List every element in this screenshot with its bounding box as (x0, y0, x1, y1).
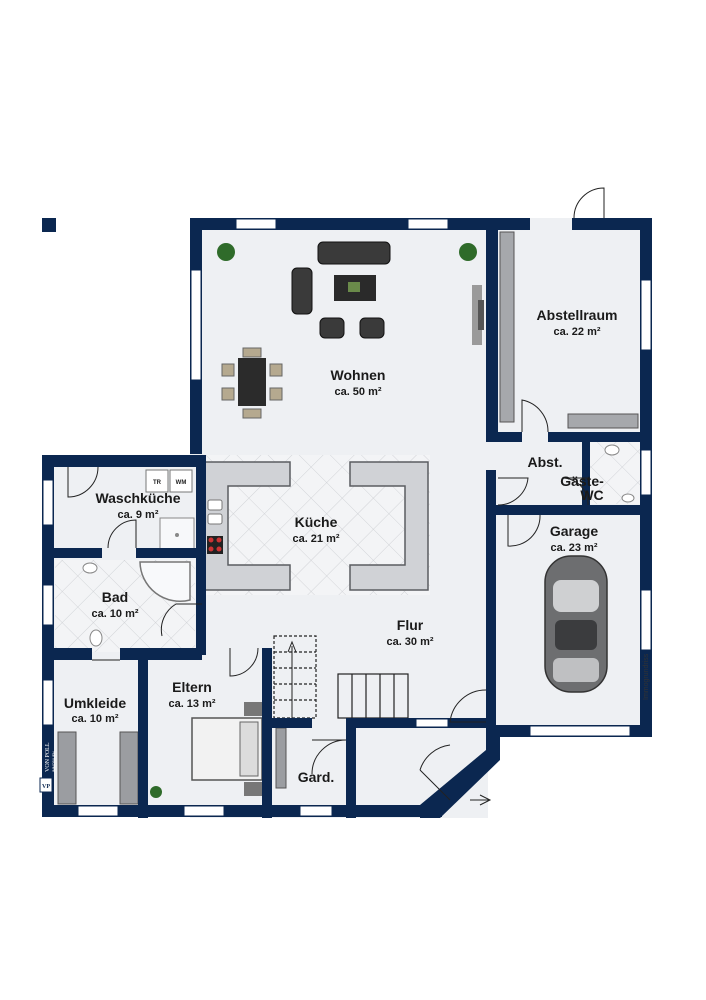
sofa-icon (291, 241, 391, 315)
car-icon (544, 555, 608, 693)
room-name: Wohnen (331, 367, 386, 383)
room-area: ca. 9 m² (118, 509, 159, 521)
toilet-icon (82, 444, 635, 647)
dryer-icon (145, 469, 169, 493)
room-abstellraum: Abstellraum ca. 22 m² (537, 307, 618, 338)
room-kueche: Küche ca. 21 m² (292, 514, 339, 545)
brand-logo: VP VON POLL IMMOBILIEN (39, 742, 56, 793)
armchair-icon (319, 317, 385, 339)
laundry-appliances: TR WM (145, 469, 193, 493)
windows (42, 218, 652, 817)
room-name: Flur (397, 617, 424, 633)
room-gaeste-wc: Gäste- WC (560, 473, 604, 503)
coffee-table-icon (334, 275, 376, 301)
room-gard: Gard. (298, 769, 335, 785)
tv-icon (472, 285, 484, 345)
room-garage: Garage ca. 23 m² (550, 523, 598, 554)
sink-icon (207, 499, 223, 525)
room-name: Umkleide (64, 695, 126, 711)
kitchen-counters (204, 461, 429, 591)
svg-text:VP: VP (42, 784, 50, 790)
room-name: Eltern (172, 679, 212, 695)
bathtub-icon (139, 561, 191, 603)
room-name: Waschküche (95, 490, 180, 506)
room-abst: Abst. (528, 454, 563, 470)
brand-company: VON POLL (45, 742, 51, 772)
room-area: ca. 50 m² (334, 386, 381, 398)
room-name: Bad (102, 589, 128, 605)
room-name: Abst. (528, 454, 563, 470)
dryer-label: TR (153, 480, 162, 486)
corner-marker (42, 218, 56, 232)
storage-shelf (499, 231, 639, 429)
room-area: ca. 30 m² (386, 636, 433, 648)
room-area: ca. 22 m² (553, 326, 600, 338)
counter-west (204, 461, 291, 591)
washer-label: WM (176, 480, 187, 486)
room-area: ca. 13 m² (168, 698, 215, 710)
wardrobe-icon (57, 727, 287, 805)
walls (42, 218, 652, 818)
room-name-line2: WC (580, 487, 603, 503)
washer-icon (169, 469, 193, 493)
room-flur: Flur ca. 30 m² (386, 617, 433, 648)
room-name-line1: Gäste- (560, 473, 604, 489)
room-eltern: Eltern ca. 13 m² (168, 679, 215, 710)
room-area: ca. 10 m² (91, 608, 138, 620)
room-name: Gard. (298, 769, 335, 785)
room-name: Abstellraum (537, 307, 618, 323)
plant-icon (150, 243, 477, 798)
stove-icon (207, 536, 223, 554)
room-name: Garage (550, 523, 598, 539)
dining-table-icon (221, 347, 283, 419)
room-umkleide: Umkleide ca. 10 m² (64, 695, 126, 725)
room-area: ca. 10 m² (71, 713, 118, 725)
watermark: Immogrundriss (643, 653, 650, 700)
room-area: ca. 23 m² (550, 542, 597, 554)
counter-east (349, 461, 429, 591)
room-bad: Bad ca. 10 m² (91, 589, 138, 620)
room-waschkueche: Waschküche ca. 9 m² (95, 490, 180, 521)
room-name: Küche (295, 514, 338, 530)
room-wohnen: Wohnen ca. 50 m² (331, 367, 386, 398)
bed-icon (191, 702, 264, 796)
room-area: ca. 21 m² (292, 533, 339, 545)
shower-icon (159, 517, 195, 553)
brand-sub: IMMOBILIEN (52, 751, 56, 772)
door-swings (67, 187, 605, 806)
